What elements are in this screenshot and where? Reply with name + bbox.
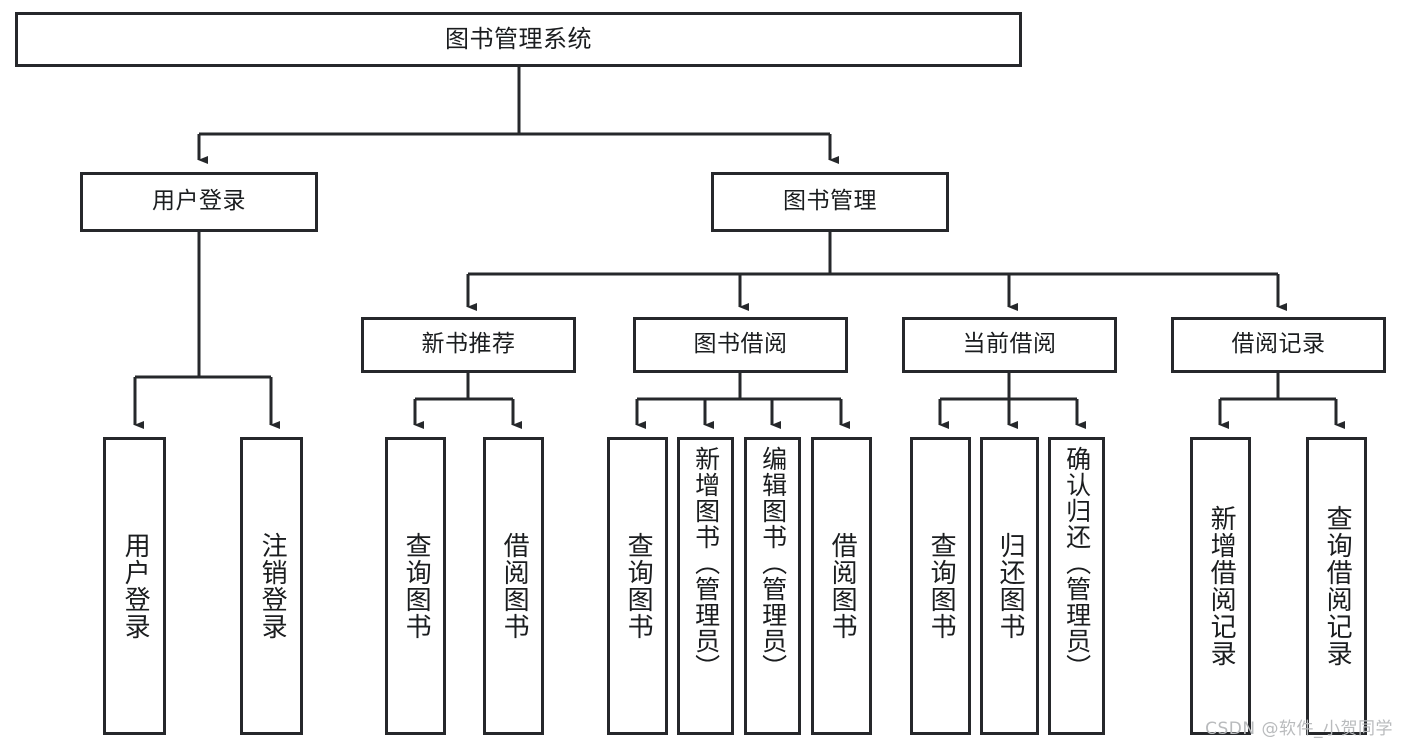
node-label: 查询借阅记录 [1322, 505, 1353, 667]
node-label: 查询图书 [401, 532, 432, 640]
leaf-query-book-current[interactable]: 查询图书 [910, 437, 971, 735]
node-label: 新增图书（管理员） [691, 446, 721, 680]
node-label: 新增借阅记录 [1206, 505, 1237, 667]
node-borrow-record[interactable]: 借阅记录 [1171, 317, 1386, 373]
node-new-book-recommend[interactable]: 新书推荐 [361, 317, 576, 373]
node-user-login[interactable]: 用户登录 [80, 172, 318, 232]
node-label: 查询图书 [926, 532, 957, 640]
leaf-add-borrow-record[interactable]: 新增借阅记录 [1190, 437, 1251, 735]
node-label: 当前借阅 [962, 331, 1057, 358]
leaf-add-book-admin[interactable]: 新增图书（管理员） [677, 437, 734, 735]
edge-bookborrow-to-leaves [635, 373, 850, 429]
edge-userlogin-to-leaves [133, 232, 280, 429]
leaf-borrow-book-new-recommend[interactable]: 借阅图书 [483, 437, 544, 735]
edge-root-to-level1 [197, 67, 839, 164]
node-label: 图书借阅 [693, 331, 788, 358]
leaf-edit-book-admin[interactable]: 编辑图书（管理员） [744, 437, 801, 735]
edge-newbook-to-leaves [413, 373, 522, 429]
node-label: 新书推荐 [421, 331, 516, 358]
leaf-borrow-book-borrow[interactable]: 借阅图书 [811, 437, 872, 735]
node-label: 用户登录 [120, 532, 151, 640]
edge-currentborrow-to-leaves [938, 373, 1086, 429]
node-label: 归还图书 [995, 532, 1026, 640]
node-label: 借阅图书 [499, 532, 530, 640]
node-current-borrow[interactable]: 当前借阅 [902, 317, 1117, 373]
node-book-borrow[interactable]: 图书借阅 [633, 317, 848, 373]
node-label: 注销登录 [257, 532, 288, 640]
edge-borrowrecord-to-leaves [1218, 373, 1345, 429]
node-root-book-management-system[interactable]: 图书管理系统 [15, 12, 1022, 67]
leaf-confirm-return-admin[interactable]: 确认归还（管理员） [1048, 437, 1105, 735]
leaf-query-book-borrow[interactable]: 查询图书 [607, 437, 668, 735]
leaf-query-book-new-recommend[interactable]: 查询图书 [385, 437, 446, 735]
node-book-management[interactable]: 图书管理 [711, 172, 949, 232]
node-label: 确认归还（管理员） [1062, 446, 1092, 680]
edge-bookmgmt-to-level2 [466, 232, 1287, 311]
node-label: 图书管理 [783, 188, 877, 215]
leaf-user-login[interactable]: 用户登录 [103, 437, 166, 735]
node-label: 借阅记录 [1231, 331, 1326, 358]
node-label: 图书管理系统 [445, 25, 592, 54]
node-label: 编辑图书（管理员） [758, 446, 788, 680]
leaf-logout-login[interactable]: 注销登录 [240, 437, 303, 735]
node-label: 用户登录 [152, 188, 246, 215]
leaf-query-borrow-record[interactable]: 查询借阅记录 [1306, 437, 1367, 735]
leaf-return-book[interactable]: 归还图书 [980, 437, 1039, 735]
node-label: 借阅图书 [827, 532, 858, 640]
node-label: 查询图书 [623, 532, 654, 640]
